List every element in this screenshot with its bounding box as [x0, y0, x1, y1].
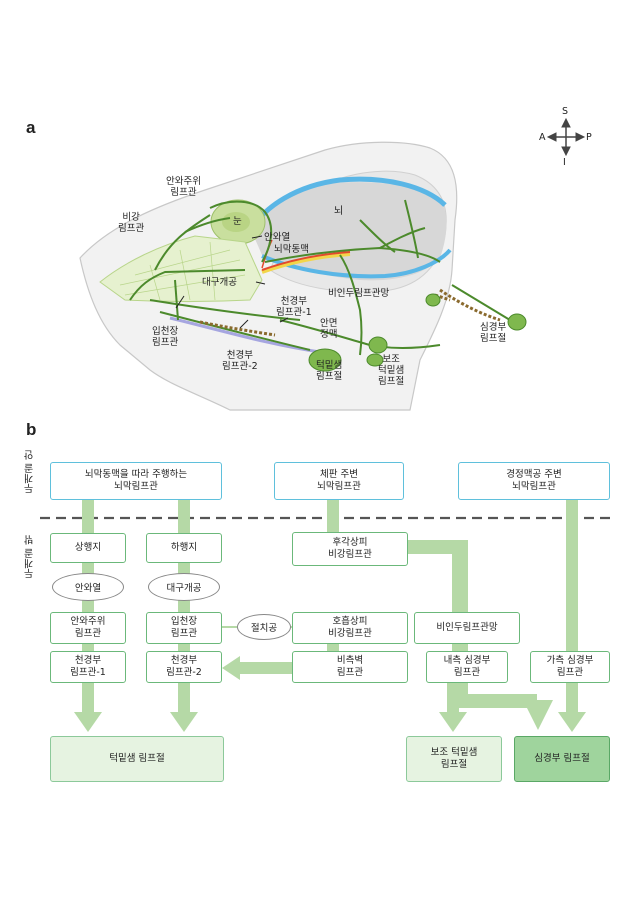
compass-i-label: I [563, 157, 566, 168]
mouse-head-anatomy-diagram [79, 117, 586, 411]
box-submandibular-ln: 턱밑샘 림프절 [50, 736, 224, 782]
orbital-fissure-label: 안와열 [264, 232, 291, 243]
box-lateral-deep-cervical-lymph: 가측 심경부 림프관 [530, 651, 610, 683]
box-nasopharyngeal-plexus: 비인두림프관망 [414, 612, 520, 644]
box-superficial-cervical-1: 천경부 림프관-1 [50, 651, 126, 683]
meningeal-artery-label: 뇌막동맥 [274, 244, 309, 255]
deep-cervical-ln-label: 심경부 림프절 [480, 322, 507, 344]
brain-label: 뇌 [334, 206, 344, 217]
nasopharyngeal-plexus-label: 비인두림프관망 [328, 288, 390, 299]
eye-label: 눈 [233, 216, 242, 227]
accessory-ln-node [368, 336, 388, 354]
panel-b-label: b [26, 420, 37, 439]
facial-vein-label: 안면 정맥 [320, 318, 338, 340]
box-cribriform-meningeal-lymph: 체판 주변 뇌막림프관 [274, 462, 404, 500]
incisive-lymph-label: 입천장 림프관 [152, 326, 179, 348]
meninges-line [245, 176, 447, 238]
box-superficial-cervical-2: 천경부 림프관-2 [146, 651, 222, 683]
box-lateral-nasal-wall-lymph: 비측벽 림프관 [292, 651, 408, 683]
palatine-foramen-label: 대구개공 [202, 277, 237, 288]
box-accessory-submandibular-ln: 보조 턱밑샘 림프절 [406, 736, 502, 782]
box-olfactory-nasal-lymph: 후각상피 비강림프관 [292, 532, 408, 566]
compass-p-label: P [586, 132, 592, 143]
box-respiratory-nasal-lymph: 호흡상피 비강림프관 [292, 612, 408, 644]
deep-cervical-ln-node [507, 313, 527, 331]
box-jugular-meningeal-lymph: 경정맥공 주변 뇌막림프관 [458, 462, 610, 500]
box-palatine-lymph: 입천장 림프관 [146, 612, 222, 644]
oval-incisive-canal: 절치공 [237, 614, 291, 640]
nasal-lymph-label: 비강 림프관 [118, 212, 145, 234]
box-periorbital-lymph: 안와주위 림프관 [50, 612, 126, 644]
accessory-submandibular-ln-label: 보조 턱밑샘 림프절 [378, 354, 405, 387]
oval-orbital-fissure: 안와열 [52, 573, 124, 601]
superficial-cervical-1-label: 천경부 림프관-1 [276, 296, 312, 318]
outside-skull-label: 두개골 밖 [25, 535, 36, 579]
box-inferior-branch: 하행지 [146, 533, 222, 563]
panel-a-label: a [26, 118, 36, 137]
box-medial-deep-cervical-lymph: 내측 심경부 림프관 [426, 651, 508, 683]
superficial-cervical-2-label: 천경부 림프관-2 [222, 350, 258, 372]
box-superior-branch: 상행지 [50, 533, 126, 563]
compass-icon [546, 117, 586, 157]
compass-a-label: A [539, 132, 546, 143]
box-deep-cervical-ln: 심경부 림프절 [514, 736, 610, 782]
submandibular-ln-label: 턱밑샘 림프절 [316, 360, 343, 382]
submandibular-ln-node [308, 348, 342, 372]
orbital-lymph-label: 안와주위 림프관 [166, 176, 201, 198]
inside-skull-label: 두개골 안 [25, 450, 36, 494]
box-mma-meningeal-lymph: 뇌막동맥을 따라 주행하는 뇌막림프관 [50, 462, 222, 500]
oval-palatine-foramen: 대구개공 [148, 573, 220, 601]
compass-s-label: S [562, 106, 569, 117]
